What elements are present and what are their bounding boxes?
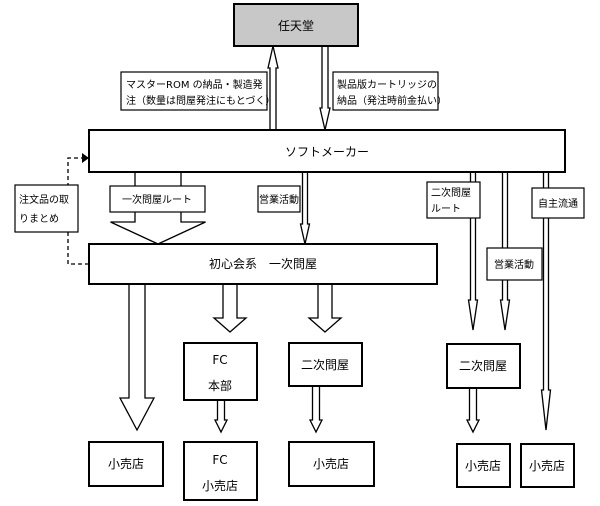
arrow-nintendo-to-maker: [319, 45, 331, 131]
svg-text:納品（発注時前金払い）: 納品（発注時前金払い）: [337, 94, 447, 107]
node-soft-maker: ソフトメーカー: [88, 129, 566, 173]
arrow-fc-hq-to-fc-retail: [213, 399, 229, 434]
svg-text:りまとめ: りまとめ: [19, 213, 59, 225]
svg-text:ルート: ルート: [431, 204, 461, 215]
arrow-secondary-right-to-retail: [465, 387, 481, 434]
node-retail-4: 小売店: [456, 443, 511, 488]
svg-text:二次問屋: 二次問屋: [459, 359, 507, 373]
arrow-primary-to-retail: [118, 283, 156, 432]
svg-text:マスターROM の納品・製造発: マスターROM の納品・製造発: [126, 78, 263, 91]
arrow-sales-mid: [299, 171, 311, 245]
label-order-collect: 注文品の取 りまとめ: [14, 184, 79, 233]
label-sales-mid: 営業活動: [257, 185, 301, 213]
label-sales-right: 営業活動: [486, 247, 543, 281]
arrow-secondary-to-retail: [308, 385, 324, 434]
node-nintendo: 任天堂: [233, 3, 359, 47]
label-primary-route: 一次問屋ルート: [109, 185, 206, 213]
svg-text:営業活動: 営業活動: [494, 258, 534, 271]
label-master-rom: マスターROM の納品・製造発 注（数量は問屋発注にもとづく）: [120, 71, 275, 111]
node-secondary-wholesaler-mid: 二次問屋: [288, 342, 363, 387]
svg-text:小売店: 小売店: [108, 456, 144, 471]
node-fc-hq: FC 本部: [183, 342, 258, 401]
node-retail-5: 小売店: [520, 443, 575, 488]
svg-text:二次問屋: 二次問屋: [301, 358, 349, 372]
svg-text:FC: FC: [212, 453, 227, 467]
node-secondary-wholesaler-right: 二次問屋: [446, 343, 521, 389]
svg-text:初心会系 一次問屋: 初心会系 一次問屋: [209, 257, 317, 271]
node-primary-wholesaler: 初心会系 一次問屋: [88, 243, 438, 285]
svg-text:ソフトメーカー: ソフトメーカー: [285, 145, 369, 159]
node-retail-3: 小売店: [288, 441, 375, 487]
svg-text:小売店: 小売店: [465, 458, 501, 473]
svg-text:製品版カートリッジの: 製品版カートリッジの: [337, 78, 437, 91]
dashed-arrowhead: [82, 153, 89, 163]
svg-text:FC: FC: [212, 353, 227, 367]
arrow-maker-to-nintendo: [267, 45, 279, 131]
svg-text:注文品の取: 注文品の取: [19, 193, 69, 206]
arrow-primary-to-fc-hq: [212, 283, 248, 333]
label-independent: 自主流通: [531, 187, 585, 219]
svg-text:小売店: 小売店: [202, 478, 238, 493]
svg-text:営業活動: 営業活動: [259, 193, 299, 206]
node-fc-retail: FC 小売店: [183, 441, 258, 501]
label-cartridge: 製品版カートリッジの 納品（発注時前金払い）: [332, 71, 447, 111]
svg-text:本部: 本部: [208, 378, 232, 393]
svg-text:注（数量は問屋発注にもとづく）: 注（数量は問屋発注にもとづく）: [126, 94, 275, 107]
svg-text:小売店: 小売店: [529, 458, 565, 473]
svg-text:小売店: 小売店: [313, 456, 349, 471]
nintendo-label: 任天堂: [278, 19, 314, 33]
node-retail-1: 小売店: [88, 441, 164, 487]
svg-text:自主流通: 自主流通: [538, 197, 578, 210]
svg-text:二次問屋: 二次問屋: [431, 186, 471, 199]
arrow-primary-to-secondary: [307, 283, 343, 333]
svg-text:一次問屋ルート: 一次問屋ルート: [122, 193, 192, 206]
label-secondary-route: 二次問屋 ルート: [426, 181, 481, 219]
